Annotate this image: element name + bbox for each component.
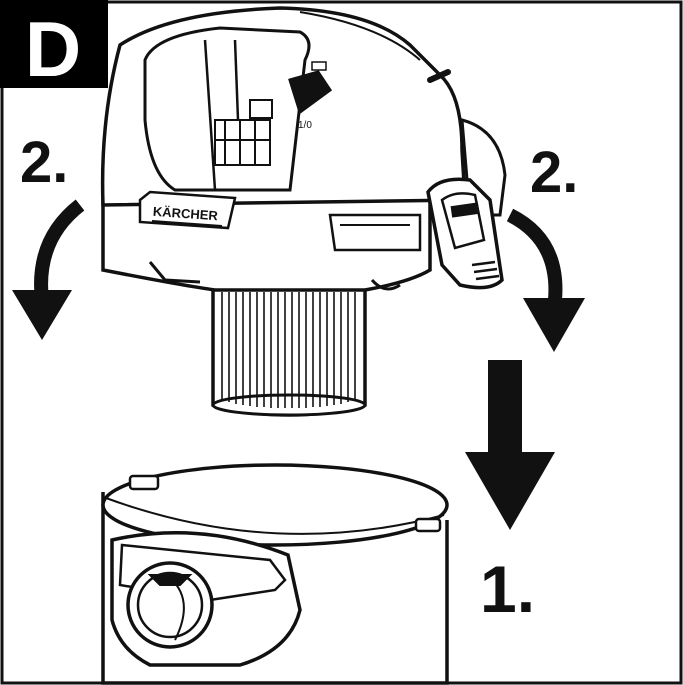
power-switch: 1/0 [288, 61, 333, 131]
step-label-bottom: 1. [480, 552, 535, 626]
filter-pleats [221, 292, 356, 408]
panel-label-badge: D [0, 0, 108, 93]
step-label-left: 2. [20, 130, 68, 195]
motor-interior-detail [214, 99, 273, 166]
step-label-right: 2. [530, 140, 578, 205]
release-latch [426, 177, 504, 290]
svg-text:1/0: 1/0 [298, 120, 312, 131]
motor-head: 1/0 KÄRCHER [100, 6, 507, 292]
brand-badge: KÄRCHER [138, 190, 237, 230]
curved-arrow-right [506, 208, 585, 352]
brand-label: KÄRCHER [152, 204, 218, 224]
suction-port [110, 530, 302, 667]
latch-grip-lines [471, 260, 500, 281]
filter-cartridge [211, 286, 367, 417]
curved-arrow-left [12, 199, 85, 340]
panel-label: D [25, 5, 81, 93]
down-arrow [465, 360, 555, 530]
